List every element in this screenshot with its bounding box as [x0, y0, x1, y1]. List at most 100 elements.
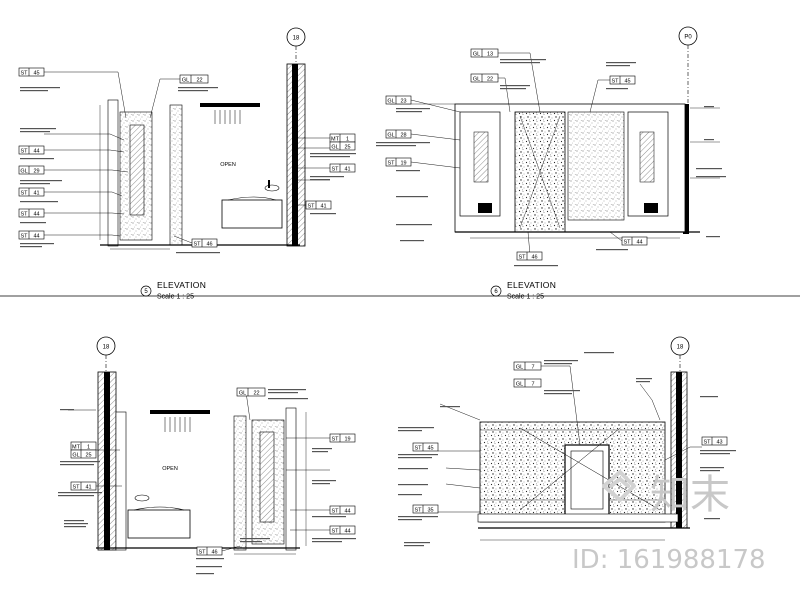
view-title: ELEVATION [507, 280, 556, 290]
svg-text:GL: GL [516, 381, 523, 387]
svg-text:1: 1 [346, 136, 349, 142]
svg-text:GL: GL [387, 132, 394, 138]
svg-text:ST: ST [611, 78, 619, 84]
svg-text:ST: ST [20, 148, 28, 154]
svg-text:45: 45 [427, 445, 433, 451]
grid-label: 18 [103, 345, 110, 351]
svg-text:MT: MT [331, 136, 340, 142]
tag-st45-c: ST 45 [412, 442, 439, 452]
svg-text:ST: ST [414, 445, 422, 451]
svg-text:6: 6 [494, 289, 498, 295]
watermark-logo-mark [602, 470, 636, 502]
svg-text:44: 44 [33, 211, 39, 217]
tag-st35: ST 35 [412, 504, 439, 514]
mirror-left [459, 111, 501, 217]
svg-text:28: 28 [400, 132, 406, 138]
tag-gl22-b: GL 22 [470, 73, 499, 82]
svg-text:25: 25 [85, 452, 91, 458]
ceiling-shower [150, 410, 210, 414]
grid-label: P0 [684, 35, 692, 41]
svg-text:ST: ST [20, 190, 28, 196]
basin [134, 494, 150, 502]
tag-gl7-b: GL 7 [513, 378, 542, 388]
svg-text:ST: ST [518, 254, 526, 260]
view-title-5: 5 ELEVATION Scale 1 : 25 [140, 280, 206, 301]
svg-text:41: 41 [320, 203, 326, 209]
svg-text:19: 19 [344, 436, 350, 442]
tag-st45-b: ST 45 [609, 75, 636, 84]
svg-text:MT: MT [72, 444, 81, 450]
svg-text:ST: ST [387, 160, 395, 166]
elevation-6: P0 GL 13 GL 22 GL 23 [376, 26, 726, 267]
view-title-6: 6 ELEVATION Scale 1 : 25 [490, 280, 556, 301]
svg-text:7: 7 [531, 381, 534, 387]
svg-text:41: 41 [33, 190, 39, 196]
view-title: ELEVATION [157, 280, 206, 290]
stone-wall [233, 415, 247, 551]
svg-text:46: 46 [211, 549, 217, 555]
svg-text:44: 44 [344, 508, 350, 514]
svg-text:43: 43 [716, 439, 722, 445]
svg-text:ST: ST [331, 508, 339, 514]
ceiling-shower [200, 103, 260, 107]
svg-text:45: 45 [624, 78, 630, 84]
bathtub [127, 509, 191, 539]
tag-st44-e: ST 44 [329, 505, 356, 515]
svg-text:ST: ST [331, 528, 339, 534]
bathtub [221, 199, 283, 229]
svg-text:29: 29 [33, 168, 39, 174]
svg-text:ST: ST [414, 507, 422, 513]
svg-text:35: 35 [427, 507, 433, 513]
mirror-glass [259, 431, 275, 523]
svg-text:22: 22 [253, 390, 259, 396]
grid-label: 18 [677, 345, 684, 351]
svg-text:44: 44 [636, 239, 642, 245]
svg-text:ST: ST [198, 549, 206, 555]
svg-text:45: 45 [33, 70, 39, 76]
svg-text:1: 1 [87, 444, 90, 450]
svg-text:ST: ST [331, 436, 339, 442]
tag-st44-f: ST 44 [329, 525, 356, 535]
svg-text:GL: GL [387, 98, 394, 104]
mirror-glass [129, 124, 145, 216]
open-label: OPEN [220, 162, 236, 168]
svg-text:GL: GL [473, 76, 480, 82]
svg-text:44: 44 [33, 233, 39, 239]
svg-text:44: 44 [344, 528, 350, 534]
svg-text:22: 22 [487, 76, 493, 82]
svg-text:41: 41 [85, 484, 91, 490]
basin-right [644, 203, 658, 213]
grid-bubble-18-a: 18 [286, 27, 306, 64]
watermark-id: ID: 161988178 [572, 545, 766, 575]
wall-core [292, 64, 298, 246]
tag-mt1-a: MT 1 [329, 133, 356, 142]
basin-left [478, 203, 492, 213]
grid-bubble-p0: P0 [678, 26, 698, 110]
svg-text:23: 23 [400, 98, 406, 104]
watermark-logo: 知末 [650, 472, 730, 518]
svg-text:GL: GL [516, 364, 523, 370]
svg-text:19: 19 [400, 160, 406, 166]
tag-gl28: GL 28 [385, 129, 412, 138]
watermark: 知末 ID: 161988178 [572, 470, 766, 575]
svg-text:46: 46 [531, 254, 537, 260]
svg-text:13: 13 [487, 51, 493, 57]
tag-st41-a: ST 41 [18, 187, 45, 196]
svg-text:GL: GL [331, 144, 338, 150]
svg-text:ST: ST [331, 166, 339, 172]
wall-core [683, 104, 689, 234]
svg-text:GL: GL [473, 51, 480, 57]
